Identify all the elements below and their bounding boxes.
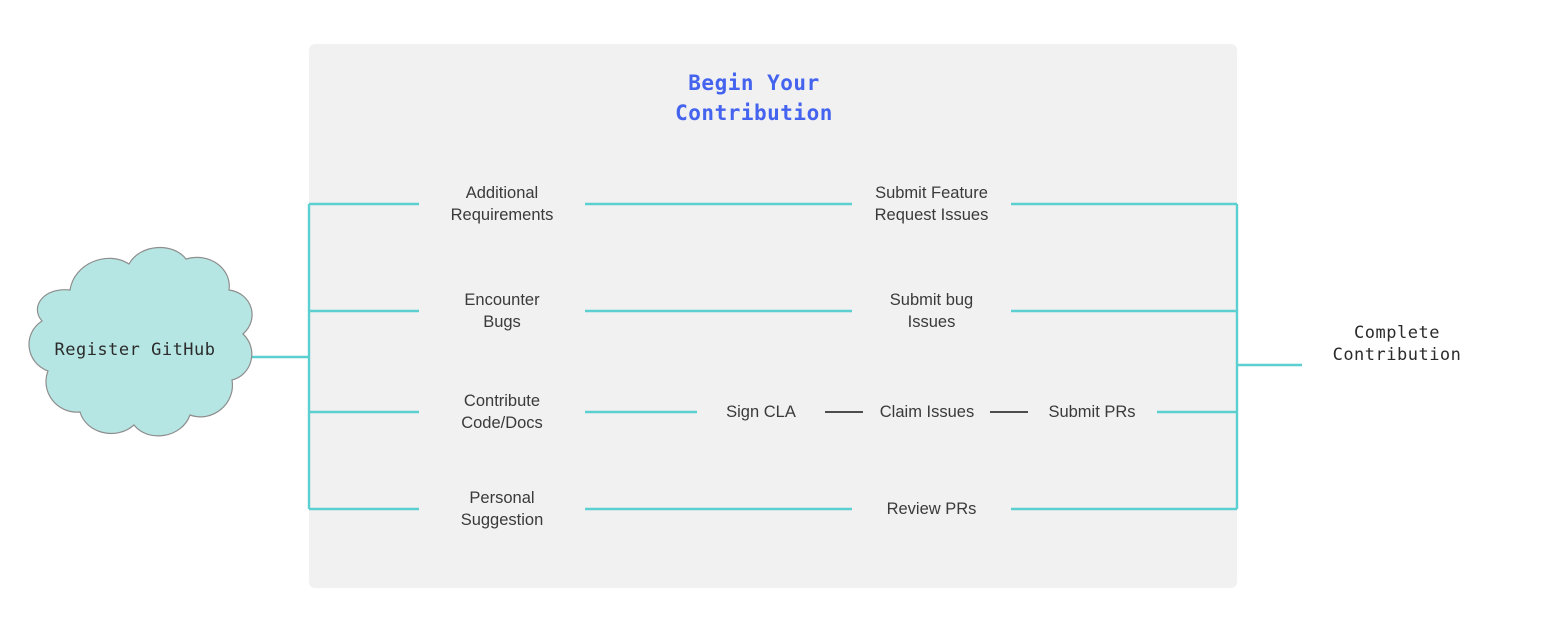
- cloud-shape: [28, 246, 253, 437]
- connector-group-teal: [236, 202, 1302, 511]
- contribution-panel: [309, 44, 1237, 588]
- register-github-node[interactable]: [28, 246, 253, 437]
